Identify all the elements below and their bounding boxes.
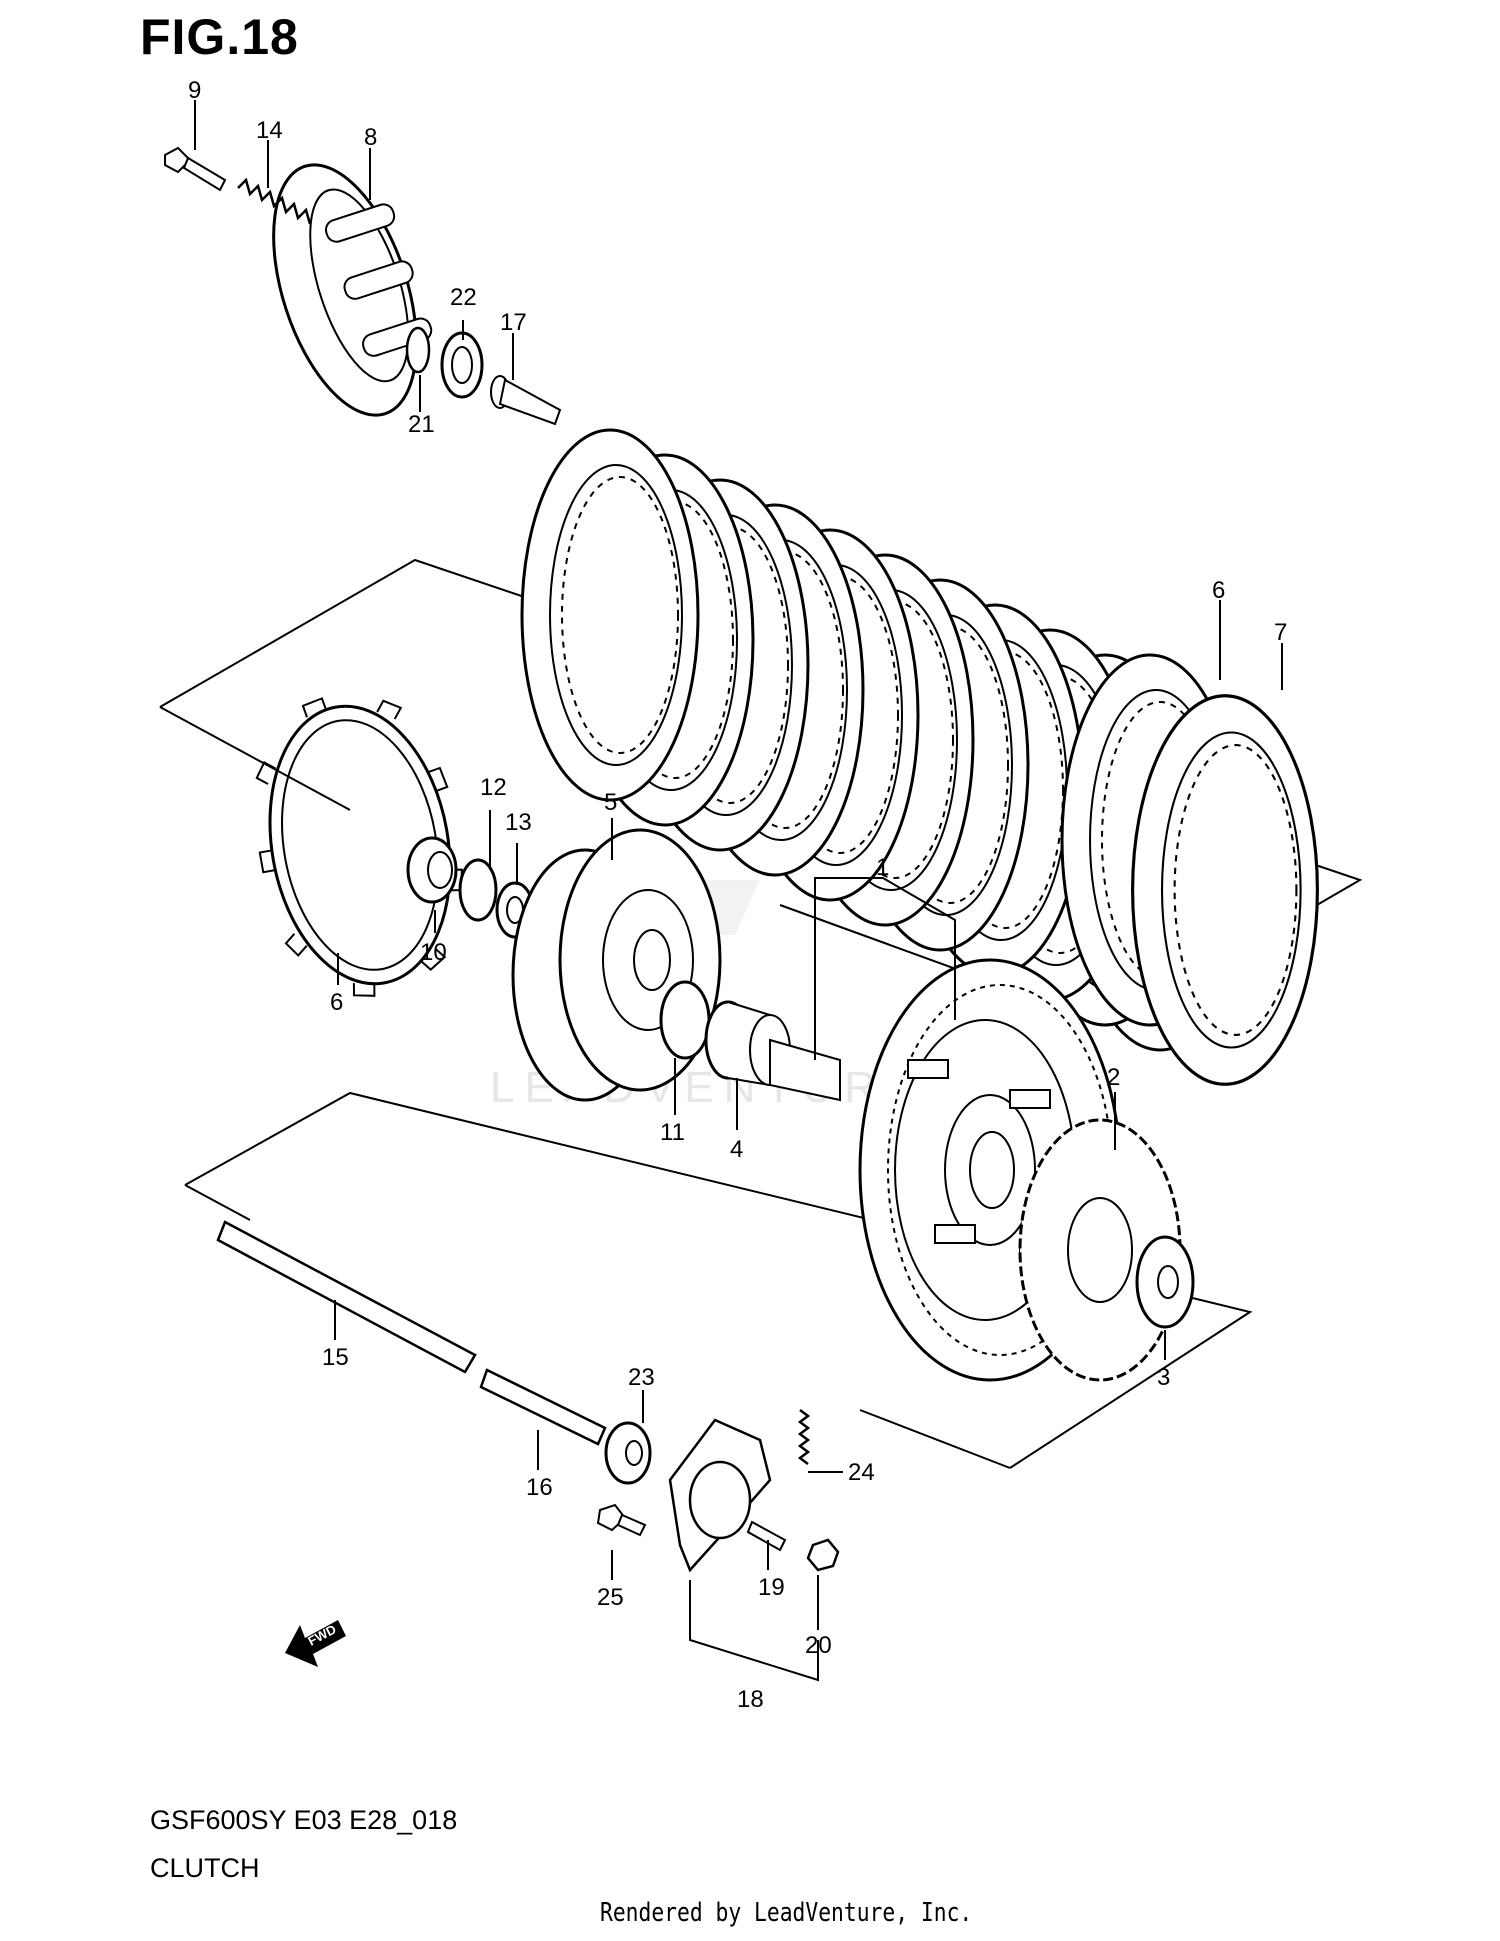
callout-3: 3 [1157, 1364, 1170, 1391]
callout-10: 10 [420, 939, 447, 966]
callout-2: 2 [1107, 1064, 1120, 1091]
callout-9: 9 [188, 77, 201, 104]
callout-6-left: 6 [330, 989, 343, 1016]
return-spring [797, 1409, 811, 1465]
washer-12 [458, 858, 498, 922]
lock-nut [806, 1538, 840, 1572]
clutch-sleeve-hub [511, 828, 722, 1102]
washer [405, 326, 431, 374]
callout-21: 21 [408, 411, 435, 438]
callout-18: 18 [737, 1686, 764, 1713]
leader-lines [194, 100, 1283, 1682]
callout-17: 17 [500, 309, 527, 336]
thrust-washer [659, 980, 711, 1060]
callout-4: 4 [730, 1136, 743, 1163]
render-credit: Rendered by LeadVenture, Inc. [600, 1898, 973, 1928]
clutch-hub-nut [406, 836, 458, 904]
fwd-arrow-icon: FWD [285, 1620, 346, 1667]
push-rod-short [479, 1368, 607, 1446]
callout-22: 22 [450, 284, 477, 311]
callout-12: 12 [480, 774, 507, 801]
callout-14: 14 [256, 117, 283, 144]
callout-11: 11 [660, 1119, 685, 1146]
callout-7: 7 [1274, 619, 1287, 646]
pressure-plate [272, 163, 433, 417]
adjust-screw [746, 1520, 787, 1552]
callout-1: 1 [876, 854, 889, 881]
driven-plate-end [1130, 694, 1320, 1086]
oil-seal [604, 1421, 652, 1485]
callout-6-right: 6 [1212, 577, 1225, 604]
model-code: GSF600SY E03 E28_018 [150, 1805, 458, 1835]
spacer-sleeve [769, 1038, 841, 1102]
spacer [1135, 1235, 1195, 1329]
callout-15: 15 [322, 1344, 349, 1371]
callout-5: 5 [604, 789, 617, 816]
guide-frame-lower [184, 1091, 1253, 1469]
callout-19: 19 [758, 1574, 785, 1601]
judder-spring-ring [255, 697, 463, 997]
callout-16: 16 [526, 1474, 553, 1501]
callout-13: 13 [505, 809, 532, 836]
section-name: CLUTCH [150, 1853, 260, 1883]
clutch-spring [237, 177, 312, 225]
callout-24: 24 [848, 1459, 875, 1486]
mounting-bolt [596, 1503, 647, 1537]
bolt [164, 146, 227, 192]
callout-20: 20 [805, 1632, 832, 1659]
callout-8: 8 [364, 124, 377, 151]
bearing [440, 331, 484, 399]
callout-25: 25 [597, 1584, 624, 1611]
push-piece [490, 375, 562, 426]
clutch-release-assembly [668, 1418, 772, 1573]
push-rod-long [216, 1220, 477, 1374]
figure-title: FIG.18 [140, 9, 299, 65]
callout-23: 23 [628, 1364, 655, 1391]
